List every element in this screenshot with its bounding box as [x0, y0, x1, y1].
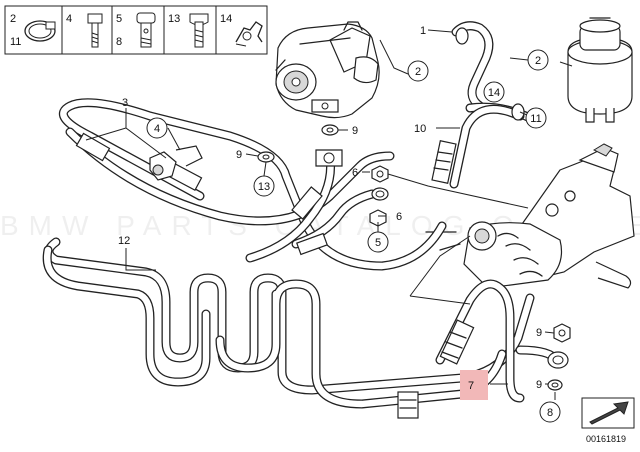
callout-5-circle [367, 231, 389, 253]
cooler-coil-12 [42, 237, 535, 419]
callout-9d: 9 [536, 379, 542, 391]
callout-6a: 6 [352, 167, 358, 179]
banjo-bolt-icon [136, 12, 156, 48]
callout-4-circle [146, 117, 168, 139]
callout-13-circle [253, 175, 275, 197]
callout-14-circle [483, 81, 505, 103]
doc-id-box: 00161819 [581, 397, 635, 444]
callout-12: 12 [118, 235, 130, 247]
callout-9c: 9 [536, 327, 542, 339]
fluid-reservoir [567, 17, 633, 123]
legend-top-label: 2 [10, 13, 16, 25]
leader-lines [85, 29, 573, 400]
hose-clamp-icon [24, 20, 56, 42]
document-id: 00161819 [586, 434, 626, 444]
suction-hose-1 [451, 21, 494, 111]
legend-top-label: 13 [168, 13, 180, 25]
callout-8: 8 [547, 407, 553, 419]
legend-strip: 2 11 4 5 8 13 [4, 5, 268, 55]
callout-4: 4 [154, 123, 160, 135]
callout-8-circle [539, 401, 561, 423]
callout-10: 10 [414, 123, 426, 135]
legend-top-label: 14 [220, 13, 232, 25]
callout-1: 1 [420, 25, 426, 37]
hex-bolt-icon [87, 13, 103, 48]
callout-9b: 9 [236, 149, 242, 161]
return-hose-7 [435, 279, 525, 403]
callouts: 1 2 2 3 4 5 6 6 7 8 9 9 9 9 10 11 12 13 … [118, 25, 561, 423]
callout-11: 11 [530, 113, 541, 125]
small-fittings [149, 27, 571, 391]
callout-5: 5 [375, 237, 381, 249]
screw-icon [189, 13, 209, 48]
legend-bottom-label: 11 [10, 36, 21, 48]
callout-6b: 6 [396, 211, 402, 223]
callout-7-highlight [460, 370, 488, 400]
bracket-clip-icon [235, 21, 263, 47]
arrow-icon [589, 401, 629, 425]
callout-2a-circle [407, 60, 429, 82]
callout-2a: 2 [415, 66, 421, 78]
legend-bottom-label: 8 [116, 36, 122, 48]
steering-gear [425, 143, 635, 289]
callout-3: 3 [122, 97, 128, 109]
callout-13: 13 [258, 181, 270, 193]
pressure-line-10 [431, 104, 525, 189]
callout-2b: 2 [535, 55, 541, 67]
pump-pressure-line [245, 149, 343, 263]
callout-11-circle [525, 107, 547, 129]
legend-top-label: 5 [116, 13, 122, 25]
power-steering-pump [275, 21, 380, 119]
callout-2b-circle [527, 49, 549, 71]
callout-7: 7 [468, 380, 474, 392]
callout-14: 14 [488, 87, 500, 99]
legend-top-label: 4 [66, 13, 72, 25]
callout-9a: 9 [352, 125, 358, 137]
cooler-return-line [291, 189, 377, 256]
